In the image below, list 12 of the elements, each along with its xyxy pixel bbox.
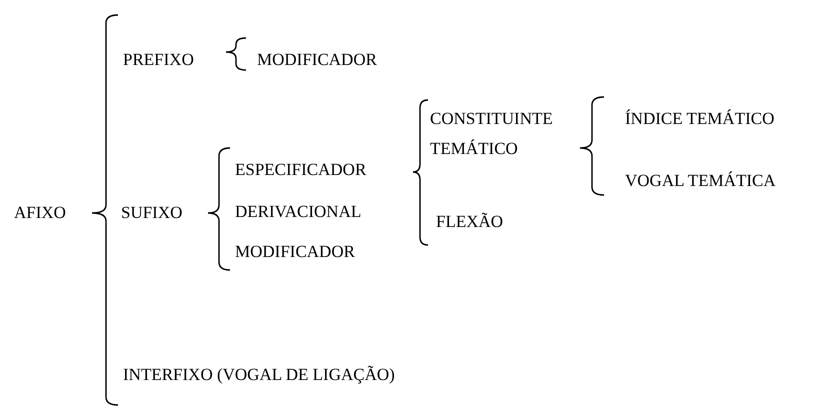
node-text: INTERFIXO (VOGAL DE LIGAÇÃO) xyxy=(123,360,395,390)
node-text: SUFIXO xyxy=(121,198,182,228)
node-text: FLEXÃO xyxy=(436,207,504,237)
node-text: MODIFICADOR xyxy=(235,237,355,267)
node-text: CONSTITUINTE TEMÁTICO xyxy=(430,104,582,164)
node-text: VOGAL TEMÁTICA xyxy=(625,166,776,196)
node-text: ESPECIFICADOR xyxy=(235,155,366,185)
node-text: PREFIXO xyxy=(123,45,194,75)
node-text: AFIXO xyxy=(14,198,66,228)
node-text: DERIVACIONAL xyxy=(235,197,362,227)
node-text: ÍNDICE TEMÁTICO xyxy=(625,104,774,134)
node-text: MODIFICADOR xyxy=(257,45,377,75)
